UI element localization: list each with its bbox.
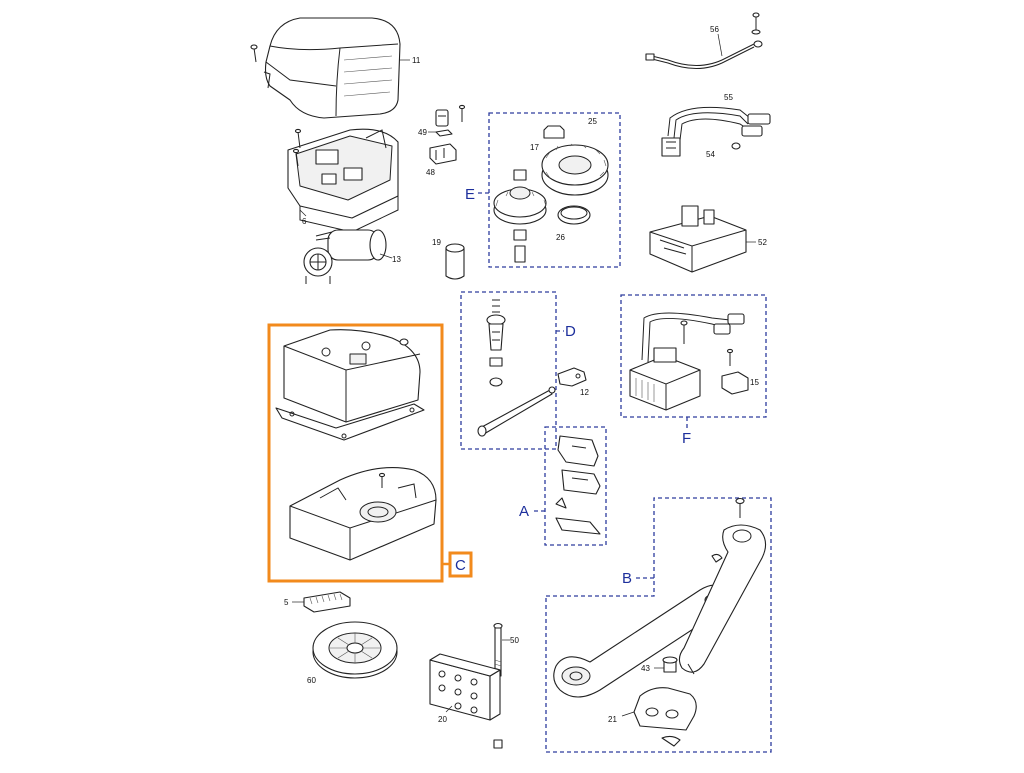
- part-clutch-wedge[interactable]: [555, 497, 601, 535]
- part-52-receiver[interactable]: [649, 205, 747, 273]
- label-20: 20: [438, 715, 447, 724]
- group-e-outline: [488, 112, 621, 268]
- part-50-bolt[interactable]: [493, 622, 503, 677]
- part-19-bushing[interactable]: [445, 243, 465, 280]
- part-56-cable[interactable]: [645, 12, 763, 69]
- part-6-board-housing[interactable]: [287, 128, 399, 233]
- part-15-terminal-block[interactable]: [721, 348, 749, 395]
- part-49-clip[interactable]: [435, 104, 466, 137]
- group-b-outline: [545, 497, 772, 753]
- part-11-cover[interactable]: [263, 17, 401, 119]
- group-c-label[interactable]: C: [455, 557, 466, 574]
- group-c-outline: [267, 323, 444, 583]
- label-52: 52: [758, 238, 767, 247]
- label-50: 50: [510, 636, 519, 645]
- screws-6: [292, 128, 302, 167]
- part-21-bracket[interactable]: [633, 687, 697, 747]
- part-55-harness[interactable]: [661, 106, 771, 157]
- label-13: 13: [392, 255, 401, 264]
- label-56: 56: [710, 25, 719, 34]
- group-d-label[interactable]: D: [565, 323, 576, 340]
- label-48: 48: [426, 168, 435, 177]
- label-55: 55: [724, 93, 733, 102]
- part-clutch-bracket[interactable]: [557, 435, 601, 495]
- part-release-pin[interactable]: [486, 299, 506, 387]
- group-a-label[interactable]: A: [519, 503, 529, 520]
- label-17: 17: [530, 143, 539, 152]
- label-49: 49: [418, 128, 427, 137]
- label-5: 5: [284, 598, 289, 607]
- part-26-ring[interactable]: [557, 205, 591, 225]
- part-48-terminal[interactable]: [429, 143, 457, 165]
- group-a-outline: [544, 426, 607, 546]
- label-12: 12: [580, 388, 589, 397]
- label-54: 54: [706, 150, 715, 159]
- label-15: 15: [750, 378, 759, 387]
- group-f-label[interactable]: F: [682, 430, 691, 447]
- label-25: 25: [588, 117, 597, 126]
- screw-11: [250, 44, 258, 63]
- part-43-pin[interactable]: [662, 656, 678, 673]
- part-20-plate[interactable]: [429, 653, 503, 749]
- group-f-outline: [620, 294, 767, 418]
- part-17-large-gear[interactable]: [541, 143, 609, 196]
- label-19: 19: [432, 238, 441, 247]
- part-release-shaft[interactable]: [477, 386, 556, 437]
- part-small-gear[interactable]: [493, 169, 547, 263]
- label-60: 60: [307, 676, 316, 685]
- part-short-arm[interactable]: [678, 497, 767, 675]
- part-transformer[interactable]: [629, 312, 745, 411]
- label-43: 43: [641, 664, 650, 673]
- group-d-outline: [460, 291, 557, 450]
- part-lower-housing[interactable]: [289, 467, 437, 561]
- label-11: 11: [412, 56, 421, 65]
- label-6: 6: [302, 217, 307, 226]
- group-e-label[interactable]: E: [465, 186, 475, 203]
- part-5-rack[interactable]: [303, 591, 351, 613]
- part-upper-housing[interactable]: [275, 329, 425, 441]
- group-c-label-box: [448, 551, 473, 578]
- label-26: 26: [556, 233, 565, 242]
- part-25-cap[interactable]: [543, 125, 565, 139]
- group-b-label[interactable]: B: [622, 570, 632, 587]
- part-13-motor[interactable]: [303, 229, 387, 284]
- label-21: 21: [608, 715, 617, 724]
- part-12-lever[interactable]: [557, 367, 587, 387]
- part-60-wheel[interactable]: [312, 621, 398, 679]
